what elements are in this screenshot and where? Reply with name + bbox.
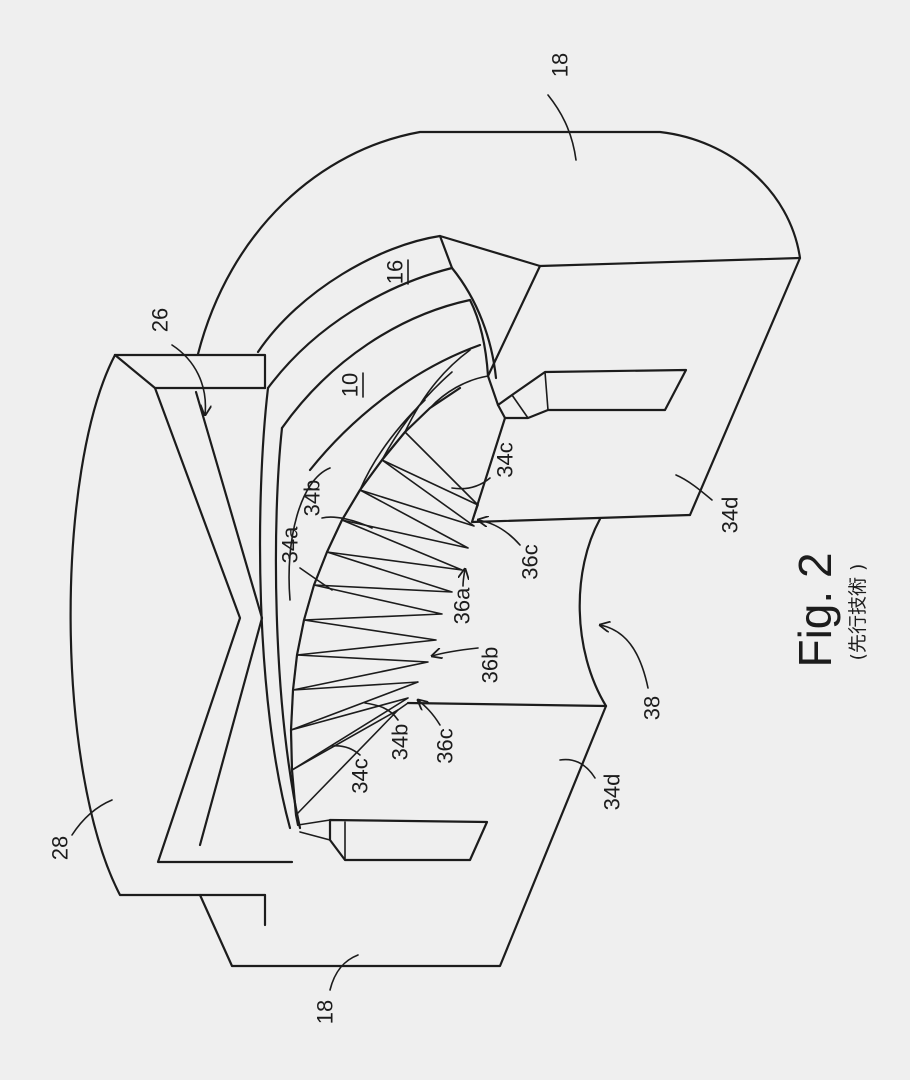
leader-18-top <box>547 94 577 161</box>
shroud-leading-edge <box>288 467 331 601</box>
label-36c-top: 36c <box>518 544 543 579</box>
ring-16 <box>266 234 498 472</box>
housing-upper-bore-edge <box>256 234 542 354</box>
blade-7 <box>313 551 453 593</box>
label-34d-top: 34d <box>718 497 743 534</box>
housing-upper-face-top-edge <box>538 256 802 268</box>
label-36a: 36a <box>450 587 475 624</box>
housing-upper <box>196 130 802 524</box>
block-outer-curve <box>69 353 267 897</box>
label-28: 28 <box>48 836 73 860</box>
figure-subtitle: (先行技術 ) <box>847 564 869 661</box>
impeller-outer-arc <box>308 343 482 472</box>
label-34a: 34a <box>278 526 303 563</box>
blade-9 <box>341 489 469 549</box>
leader-34d-top <box>675 474 713 501</box>
scroll-chevron-inner <box>194 390 264 847</box>
blade-tip-line <box>397 504 479 711</box>
blade-1 <box>291 709 399 816</box>
shroud-inner-curve <box>274 426 302 830</box>
scroll-chevron-outer <box>153 386 294 864</box>
leader-36c-lower <box>418 700 441 726</box>
label-34d-lower: 34d <box>600 774 625 811</box>
ring-right-edge <box>450 266 498 380</box>
lower-notch-inner <box>297 819 346 861</box>
label-36b: 36b <box>478 647 503 684</box>
leader-38 <box>600 625 649 689</box>
block-top-edge <box>113 353 267 390</box>
label-10: 10 <box>338 373 363 397</box>
leader-26 <box>171 344 205 415</box>
blade-10 <box>359 459 475 527</box>
label-26: 26 <box>148 308 173 332</box>
upper-vanes <box>359 349 489 491</box>
housing-upper-notch-inner <box>511 371 549 419</box>
label-38: 38 <box>640 696 665 720</box>
housing-block-28 <box>69 353 331 897</box>
ring-top-edge <box>438 234 454 270</box>
housing-upper-notch <box>496 368 688 420</box>
label-34b-lower: 34b <box>388 724 413 761</box>
leader-18-lower <box>329 954 359 991</box>
blade-11 <box>381 431 479 506</box>
concave-surface-38 <box>578 517 608 708</box>
turbine-blades <box>289 349 489 827</box>
lower-face-outline <box>198 701 608 968</box>
ring-inner-arc <box>280 298 490 430</box>
leader-36a <box>463 569 465 587</box>
blade-6 <box>303 584 443 621</box>
blade-4 <box>292 654 429 691</box>
shroud-outer-curve <box>258 386 292 830</box>
figure-title: Fig. 2 <box>789 552 841 667</box>
leader-34c-lower <box>331 745 361 756</box>
label-18-lower: 18 <box>313 1000 338 1024</box>
leader-34a <box>299 567 333 591</box>
housing-upper-face-left-edge <box>486 264 542 407</box>
label-18-top: 18 <box>548 53 573 77</box>
label-34c-lower: 34c <box>348 758 373 793</box>
leader-34b-lower <box>364 702 399 721</box>
figure-caption: Fig. 2 (先行技術 ) <box>789 552 869 667</box>
label-34c-top: 34c <box>493 442 518 477</box>
leader-34b-top <box>321 516 373 529</box>
lower-notch <box>328 818 489 862</box>
leader-28 <box>71 799 113 836</box>
label-36c-lower: 36c <box>433 728 458 763</box>
leader-34c-top <box>451 477 491 490</box>
blade-3 <box>290 681 419 731</box>
label-16: 16 <box>383 260 408 284</box>
blade-8 <box>326 519 463 571</box>
leader-36b <box>432 647 479 656</box>
blade-5 <box>296 619 437 656</box>
label-34b-top: 34b <box>300 480 325 517</box>
reference-labels: 18 26 16 10 34b 34a 34c 34d 36c 36a <box>48 53 743 1024</box>
ring-outer-arc <box>266 266 454 390</box>
leader-lines <box>71 94 713 991</box>
leader-34d-lower <box>559 758 596 779</box>
housing-lower <box>198 517 608 968</box>
leader-36c-top <box>478 520 521 546</box>
blade-2 <box>290 697 409 771</box>
housing-upper-outer-edge <box>196 130 802 517</box>
